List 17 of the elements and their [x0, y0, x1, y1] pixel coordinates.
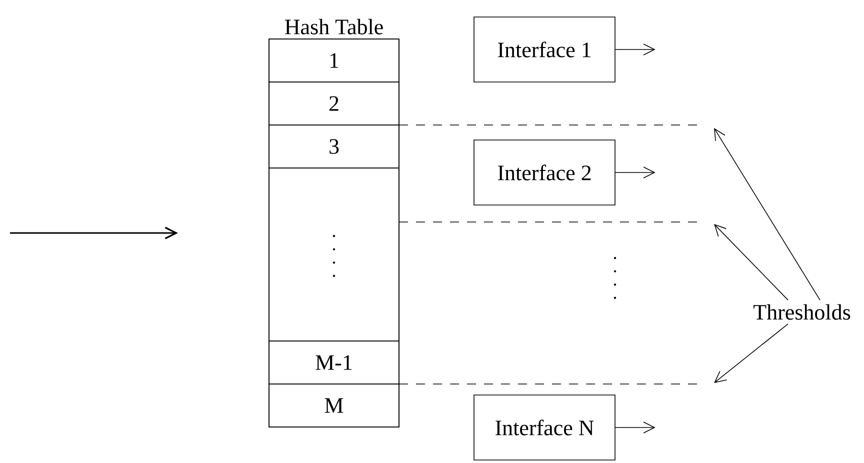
table-cell: 1 [268, 38, 400, 82]
arrow [615, 166, 656, 178]
table-cell: M [268, 384, 400, 428]
arrow [615, 422, 656, 434]
leader-arrow [714, 324, 788, 383]
table-cell [268, 168, 400, 342]
table-cell: 3 [268, 124, 400, 168]
leader-arrow [714, 128, 820, 300]
table-cell: 2 [268, 82, 400, 126]
interface-box: Interface 2 [474, 140, 616, 206]
thresholds-text: Thresholds [754, 304, 850, 320]
interface-box: Interface 1 [474, 16, 616, 82]
arrow [615, 44, 656, 56]
table-cell: M-1 [268, 340, 400, 384]
node-label: Hash Table [285, 18, 383, 34]
interface-box: Interface N [474, 394, 616, 460]
leader-arrow [714, 224, 788, 300]
